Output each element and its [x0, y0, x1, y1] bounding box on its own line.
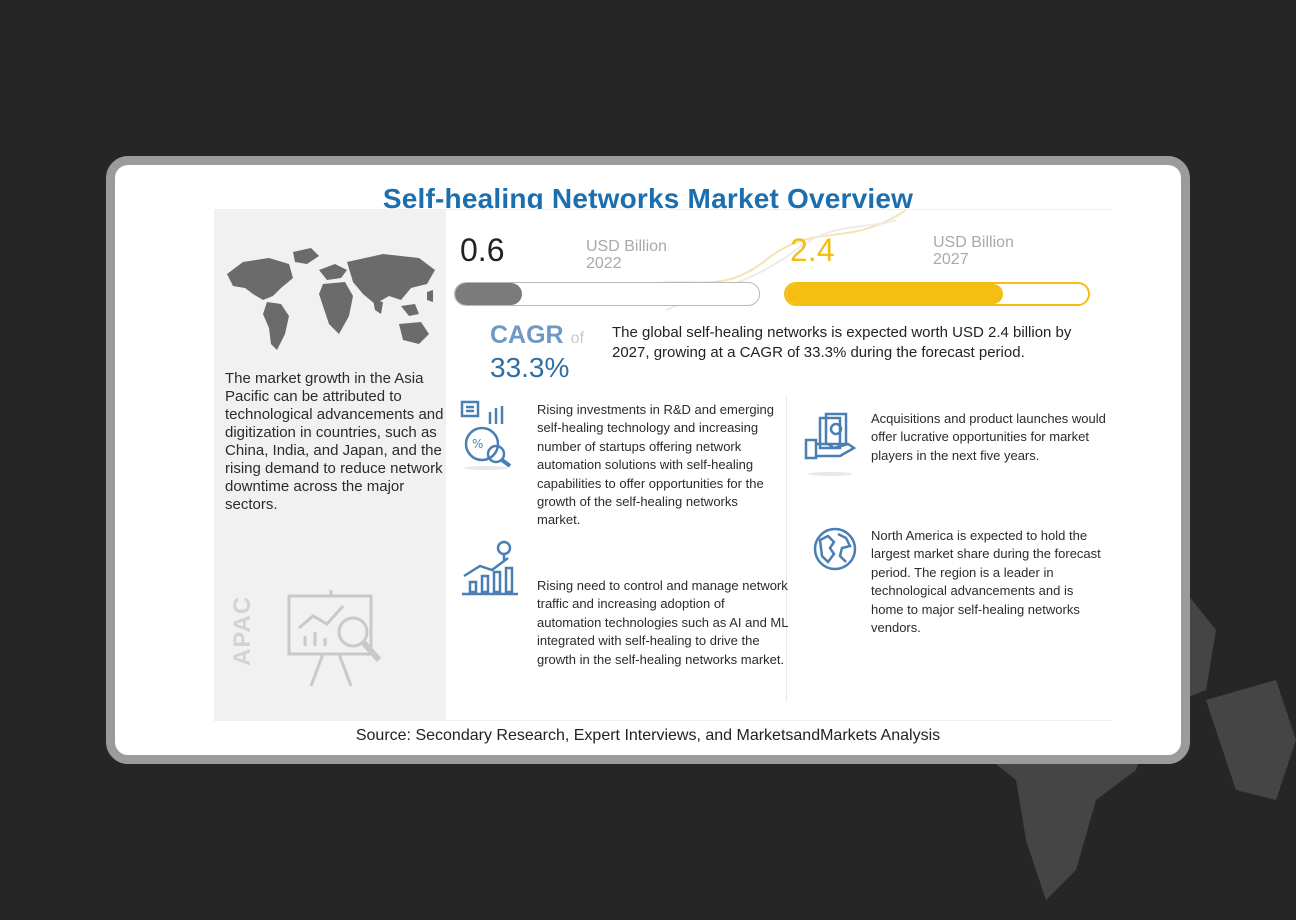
progress-fill-2027	[786, 284, 1004, 304]
svg-text:%: %	[472, 437, 483, 451]
progress-fill-2022	[455, 283, 522, 305]
world-map-icon	[227, 248, 435, 350]
cagr-of-text: of	[570, 330, 584, 347]
year-label-2022: 2022	[586, 255, 622, 272]
cagr-value: 33.3%	[490, 352, 570, 383]
apac-column: The market growth in the Asia Pacific ca…	[215, 210, 446, 720]
column-divider	[786, 396, 787, 702]
cagr-block: CAGR of 33.3%	[490, 321, 584, 384]
opportunity-point-1: Acquisitions and product launches would …	[871, 411, 1106, 463]
cagr-label: CAGR of	[490, 321, 584, 350]
infographic-card: Self-healing Networks Market Overview	[106, 156, 1190, 764]
money-hand-icon	[804, 412, 857, 476]
driver-point-2: Rising need to control and manage networ…	[537, 578, 789, 667]
unit-label-2022: USD Billion	[586, 238, 667, 255]
market-summary: The global self-healing networks is expe…	[612, 324, 1072, 361]
year-label-2027: 2027	[933, 251, 969, 268]
infographic-title: Self-healing Networks Market Overview	[382, 183, 914, 214]
growth-chart-icon	[462, 540, 518, 596]
opportunity-point-2: North America is expected to hold the la…	[871, 528, 1101, 636]
progress-bar-2027	[784, 282, 1090, 306]
market-value-2027: 2.4	[790, 232, 835, 268]
content-panel: The market growth in the Asia Pacific ca…	[214, 209, 1113, 721]
unit-label-2027: USD Billion	[933, 234, 1014, 251]
market-value-2022: 0.6	[460, 232, 505, 268]
apac-description: The market growth in the Asia Pacific ca…	[225, 370, 444, 513]
cagr-title: CAGR	[490, 321, 564, 349]
presentation-board-icon	[287, 590, 382, 687]
market-unit-2022: USD Billion 2022	[586, 238, 667, 272]
progress-bar-2022	[454, 282, 760, 306]
apac-label: APAC	[229, 595, 256, 666]
globe-icon	[813, 527, 857, 571]
driver-point-1: Rising investments in R&D and emerging s…	[537, 402, 774, 528]
investment-analytics-icon: %	[460, 400, 512, 470]
overview-area: 0.6 USD Billion 2022 2.4 USD Billion 202…	[446, 210, 1113, 720]
source-footnote: Source: Secondary Research, Expert Inter…	[355, 727, 941, 744]
market-unit-2027: USD Billion 2027	[933, 234, 1014, 268]
